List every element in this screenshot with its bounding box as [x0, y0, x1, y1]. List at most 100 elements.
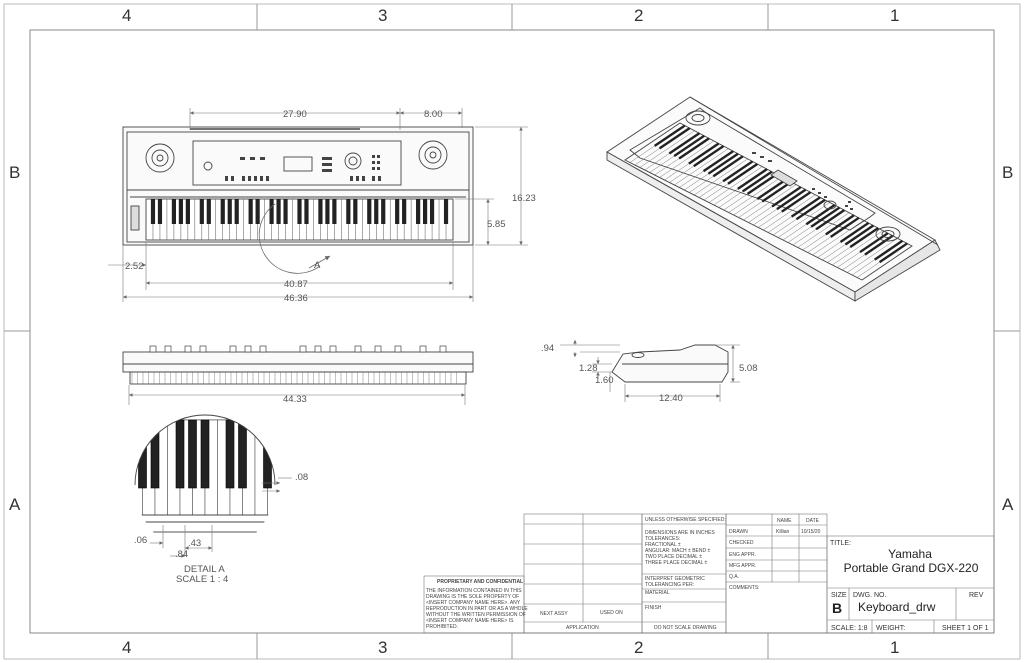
dim-profile-b: 1.60 [595, 375, 614, 386]
tb-row-eng: ENG APPR. [729, 552, 756, 558]
detail-white-key [280, 420, 293, 515]
iso-black-key [776, 188, 807, 211]
black-key [185, 199, 190, 224]
black-key [443, 199, 449, 224]
black-key [381, 199, 386, 224]
iso-black-key [825, 214, 855, 236]
black-key [346, 199, 351, 224]
black-key [374, 199, 379, 224]
tb-col-name: NAME [777, 518, 792, 524]
iso-key-divider [847, 238, 898, 273]
black-key [157, 199, 163, 224]
iso-key-divider [743, 184, 797, 221]
zone-right-a: A [1002, 495, 1014, 514]
tb-row-drawn: DRAWN [729, 529, 748, 535]
detail-dimensions [150, 477, 292, 558]
black-key [206, 199, 211, 224]
iso-black-key [839, 221, 870, 243]
zone-top-1: 1 [890, 6, 900, 25]
side-knobs [131, 345, 457, 384]
iso-key-divider [777, 202, 830, 238]
dim-detail-key-c: .84 [175, 549, 188, 560]
zone-top-3: 3 [378, 6, 388, 25]
tb-next-assy: NEXT ASSY [540, 611, 568, 617]
side-knob [329, 345, 337, 353]
tb-prop-line-4: REPRODUCTION IN PART OR AS A WHOLE [426, 606, 528, 612]
tb-drawn-name: Killian [776, 529, 790, 535]
dim-width-inner-left: 27.90 [283, 109, 307, 120]
black-key [199, 199, 204, 224]
tb-used-on: USED ON [600, 610, 623, 616]
black-key [234, 199, 239, 224]
iso-black-key [693, 145, 725, 168]
dim-height-keys: 5.85 [487, 219, 506, 230]
black-key [227, 199, 232, 224]
iso-black-key [712, 155, 744, 178]
iso-black-key [653, 124, 686, 147]
profile-dimensions [560, 340, 740, 402]
detail-black-key [225, 419, 235, 489]
iso-key-divider [708, 166, 763, 203]
dim-offset-left: 2.52 [125, 261, 144, 272]
tb-application: APPLICATION [566, 625, 599, 631]
zone-top-4: 4 [122, 6, 132, 25]
dim-side-total: 44.33 [283, 394, 307, 405]
black-key [269, 199, 274, 224]
dim-profile-depth: 12.40 [659, 393, 683, 404]
iso-key-divider [639, 130, 695, 168]
tb-dims-note-6: THREE PLACE DECIMAL ± [645, 560, 708, 566]
detail-marker-label: A [314, 260, 321, 271]
tb-prop-title: PROPRIETARY AND CONFIDENTIAL [437, 579, 523, 585]
tb-material: MATERIAL [645, 590, 670, 596]
side-view [122, 345, 474, 405]
iso-black-key [737, 168, 768, 190]
tb-title-label: TITLE: [830, 540, 851, 547]
black-key [150, 199, 156, 224]
detail-a-view [134, 414, 293, 555]
detail-black-key [188, 419, 197, 489]
tb-no-scale: DO NOT SCALE DRAWING [654, 625, 717, 631]
front-keys [150, 199, 449, 240]
iso-key-divider [659, 140, 714, 178]
side-knob [229, 345, 237, 353]
side-knob [439, 345, 447, 353]
tb-row-mfg: MFG APPR. [729, 563, 756, 569]
black-key [178, 199, 183, 224]
dim-profile-a: 1.28 [579, 363, 598, 374]
detail-black-key [200, 419, 210, 489]
zone-bottom-2: 2 [634, 638, 644, 657]
zone-right-b: B [1002, 163, 1014, 182]
tb-prop-line-3: <INSERT COMPANY NAME HERE>. ANY [426, 600, 521, 606]
side-knob [199, 345, 207, 353]
iso-black-key [790, 196, 821, 218]
black-key [429, 199, 435, 224]
detail-scale: SCALE 1 : 4 [176, 574, 228, 585]
zone-left-a: A [9, 495, 21, 514]
iso-black-key [707, 152, 739, 175]
side-knob [164, 345, 172, 353]
tb-title-line-2: Portable Grand DGX-220 [844, 561, 979, 575]
tb-dims-note-4: ANGULAR: MACH ± BEND ± [645, 548, 710, 554]
tb-dwg-label: DWG. NO. [853, 592, 886, 599]
tb-prop-line-7: PROHIBITED. [426, 624, 458, 630]
tb-size-value: B [832, 600, 842, 616]
zone-bottom-1: 1 [890, 638, 900, 657]
iso-key-divider [694, 158, 748, 196]
iso-black-key [742, 170, 773, 193]
zone-bottom-3: 3 [378, 638, 388, 657]
side-knob [314, 345, 322, 353]
iso-key-divider [728, 176, 782, 213]
black-key [402, 199, 407, 224]
dim-height-total: 16.23 [512, 193, 536, 204]
iso-black-key [864, 234, 894, 256]
tb-prop-line-5: WITHOUT THE WRITTEN PERMISSION OF [426, 612, 526, 618]
black-key [304, 199, 309, 224]
iso-black-key [805, 204, 836, 226]
iso-black-key [658, 127, 691, 150]
iso-black-key [815, 209, 846, 231]
black-key [395, 199, 400, 224]
dim-detail-key-b: .43 [188, 538, 201, 549]
side-knob [419, 345, 427, 353]
tb-dims-note-5: TWO PLACE DECIMAL ± [645, 554, 702, 560]
